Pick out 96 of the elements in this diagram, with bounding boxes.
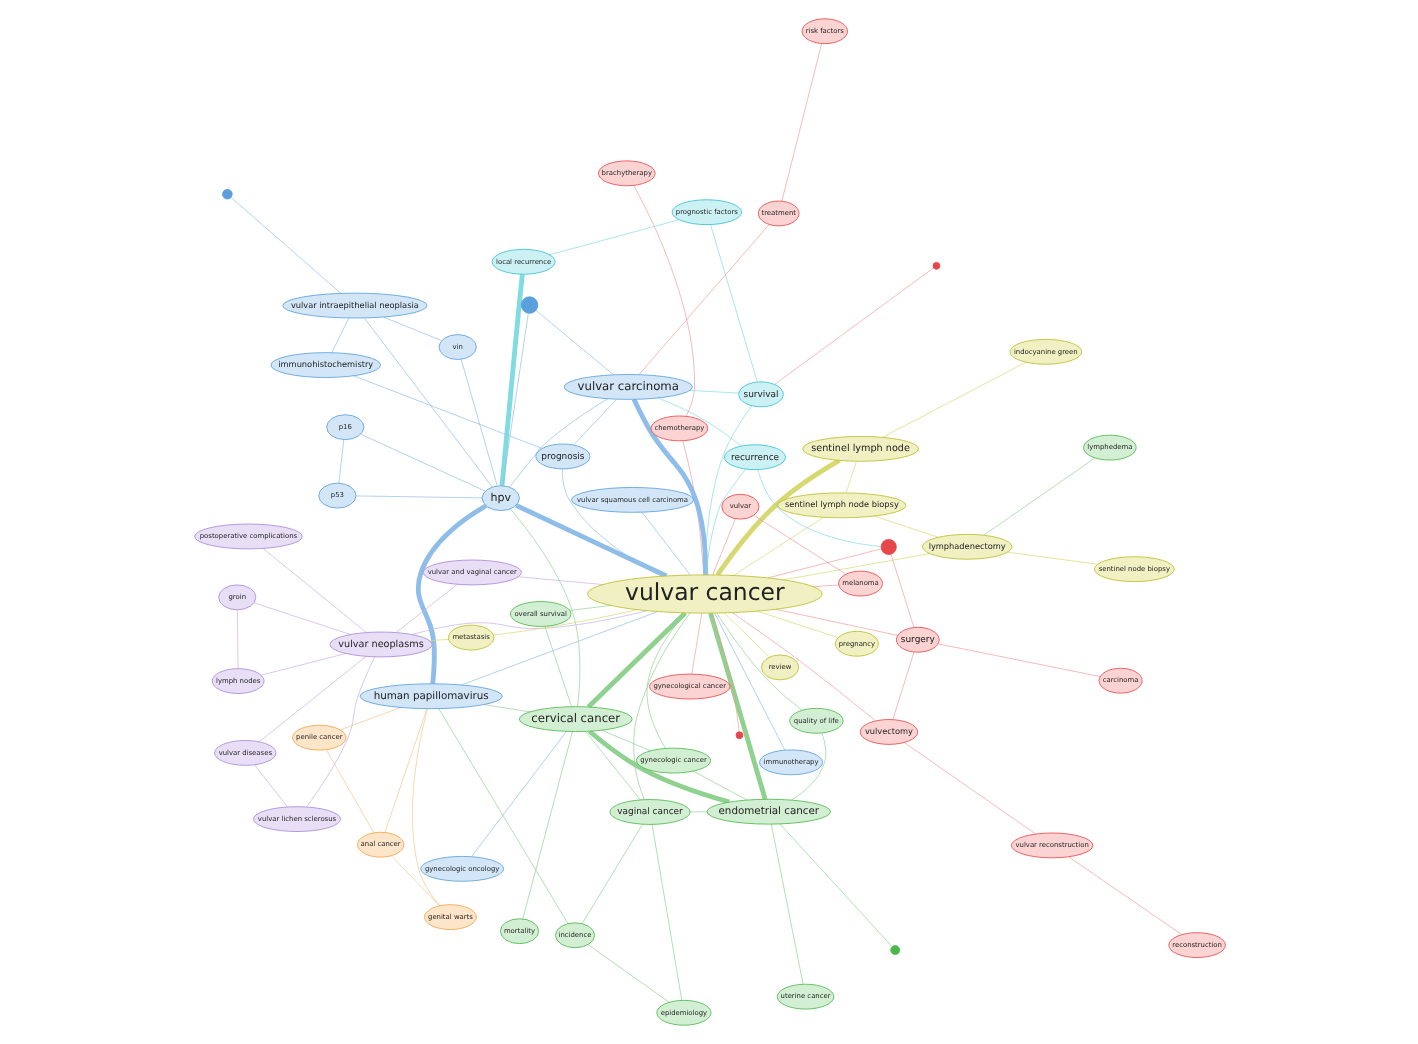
connector xyxy=(383,708,427,833)
node-circle xyxy=(519,296,538,314)
connector xyxy=(586,729,729,805)
connector xyxy=(903,742,1036,835)
connector xyxy=(236,609,238,669)
connector xyxy=(640,511,690,576)
connector xyxy=(586,944,669,1003)
connector xyxy=(844,461,856,494)
connector xyxy=(359,433,485,492)
connector xyxy=(982,457,1095,536)
connector xyxy=(632,612,690,800)
connector xyxy=(773,267,933,385)
connector xyxy=(811,584,838,588)
connector xyxy=(352,375,542,449)
connector xyxy=(390,855,439,906)
connector xyxy=(330,317,349,353)
node-circle xyxy=(879,538,896,555)
connector xyxy=(637,224,769,375)
connector xyxy=(411,708,440,907)
node-circle xyxy=(889,945,900,955)
connector xyxy=(707,612,767,800)
connector xyxy=(580,823,642,924)
node-circle xyxy=(931,261,940,270)
connector xyxy=(414,503,487,684)
connector xyxy=(534,310,613,376)
connector xyxy=(324,749,374,833)
connector xyxy=(889,553,914,628)
connector xyxy=(752,515,846,575)
connector xyxy=(881,361,1026,438)
connector xyxy=(691,770,747,801)
connector xyxy=(704,468,745,576)
connector xyxy=(305,656,375,808)
connector xyxy=(689,811,707,813)
connector xyxy=(891,651,914,720)
connector xyxy=(568,605,611,611)
connector xyxy=(585,611,686,709)
connector xyxy=(363,317,492,488)
connector xyxy=(261,548,366,633)
connector xyxy=(656,397,741,447)
connector xyxy=(572,399,616,446)
connector xyxy=(790,732,826,801)
connector xyxy=(257,656,366,743)
connector xyxy=(937,643,1100,677)
connector xyxy=(514,503,667,579)
connector xyxy=(715,612,802,711)
connector xyxy=(459,359,497,487)
node-circle xyxy=(734,731,743,740)
connector xyxy=(711,518,735,576)
connector xyxy=(460,611,658,686)
connector xyxy=(709,224,757,383)
connector xyxy=(756,469,881,547)
connector xyxy=(782,553,929,581)
connector xyxy=(722,612,769,658)
connector xyxy=(410,610,647,635)
connector xyxy=(600,729,650,752)
connector xyxy=(517,576,603,585)
connector xyxy=(470,731,566,857)
connector xyxy=(543,626,571,707)
connector xyxy=(873,515,938,538)
connector xyxy=(521,731,572,920)
connector xyxy=(337,439,344,484)
connector xyxy=(498,274,524,486)
connector xyxy=(338,707,400,731)
connector xyxy=(732,516,823,576)
connector xyxy=(354,495,482,499)
connector xyxy=(1006,551,1097,565)
connector xyxy=(755,610,838,638)
node-ellipse: vulvar cancer xyxy=(586,574,822,614)
connector xyxy=(259,653,346,676)
connector xyxy=(774,608,897,636)
connector xyxy=(780,43,821,202)
connector xyxy=(710,612,739,732)
connector xyxy=(714,458,840,577)
connector xyxy=(381,316,441,341)
connector xyxy=(713,612,785,751)
connector xyxy=(650,824,682,1001)
connector xyxy=(632,185,694,417)
connector xyxy=(482,704,530,713)
connector xyxy=(1067,856,1182,935)
connector xyxy=(508,398,608,488)
connector xyxy=(778,823,892,948)
connector xyxy=(730,612,875,722)
connector xyxy=(584,731,640,801)
connector xyxy=(690,612,702,675)
node-circle xyxy=(221,188,232,200)
connector xyxy=(253,764,287,808)
connector xyxy=(492,609,638,636)
connector xyxy=(437,708,568,924)
connector xyxy=(229,197,341,294)
connector xyxy=(252,602,350,635)
connector xyxy=(769,823,803,985)
connector xyxy=(688,390,738,394)
connector xyxy=(766,548,881,579)
connector xyxy=(394,584,457,633)
connector xyxy=(501,313,528,487)
connector xyxy=(548,219,679,256)
